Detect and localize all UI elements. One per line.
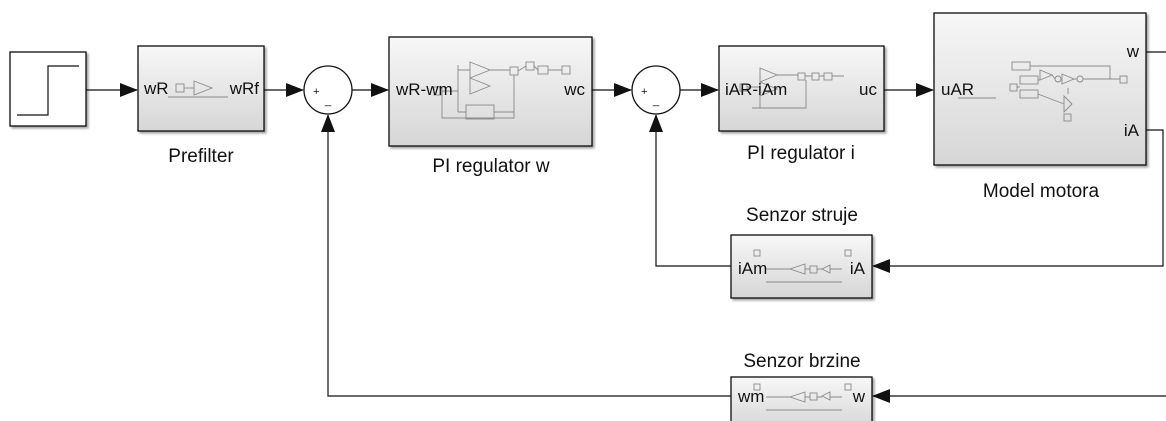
senzor-struje-block[interactable]: iAm iA — [730, 234, 873, 299]
sum2-plus-sign: + — [641, 86, 647, 98]
motor-inner-icon — [958, 61, 1128, 122]
senzor-brzine-caption: Senzor brzine — [743, 351, 860, 372]
prefilter-block[interactable]: wR wRf — [137, 45, 265, 132]
pi-w-caption: PI regulator w — [432, 156, 549, 177]
signal-wires — [86, 51, 1166, 403]
senzor-brzine-out-port: wm — [737, 387, 764, 406]
pi-regulator-i-block[interactable]: iAR-iAm uc — [718, 45, 885, 132]
senzor-struje-out-port: iAm — [738, 259, 767, 278]
wire-speed-feedback-to-sum1[interactable] — [321, 114, 731, 397]
pi-regulator-w-block[interactable]: wR-wm wc — [388, 36, 593, 147]
prefilter-inner-icon — [168, 80, 228, 98]
sum-block-speed[interactable]: + _ — [303, 65, 353, 115]
senzor-struje-inner-icon — [753, 249, 852, 283]
prefilter-in-port: wR — [143, 79, 169, 98]
wire-current-feedback-to-sum2[interactable] — [649, 114, 731, 267]
sum1-minus-sign: _ — [324, 95, 332, 107]
sum-block-current[interactable]: + _ — [631, 65, 681, 115]
model-motora-block[interactable]: uAR w iA — [933, 12, 1147, 166]
sum2-minus-sign: _ — [652, 95, 660, 107]
senzor-brzine-block[interactable]: wm w — [730, 376, 873, 421]
senzor-struje-caption: Senzor struje — [746, 205, 858, 226]
senzor-struje-in-port: iA — [850, 259, 866, 278]
motor-out-port-ia: iA — [1124, 121, 1140, 140]
motor-out-port-w: w — [1126, 42, 1140, 61]
pi-i-caption: PI regulator i — [747, 143, 855, 164]
pi-w-out-port: wc — [563, 80, 585, 99]
wire-motor-ia-feedback[interactable] — [872, 129, 1164, 273]
pi-i-out-port: uc — [859, 80, 877, 99]
senzor-brzine-in-port: w — [852, 387, 866, 406]
pi-w-in-port: wR-wm — [395, 80, 453, 99]
prefilter-out-port: wRf — [229, 79, 260, 98]
motor-caption: Model motora — [983, 181, 1100, 202]
motor-in-port: uAR — [941, 80, 974, 99]
senzor-brzine-inner-icon — [753, 383, 852, 411]
step-source-block[interactable] — [9, 51, 87, 127]
step-icon — [17, 65, 79, 116]
pi-i-in-port: iAR-iAm — [725, 80, 787, 99]
pi-i-inner-icon — [739, 67, 844, 109]
prefilter-caption: Prefilter — [168, 146, 234, 167]
pi-w-inner-icon — [433, 61, 571, 120]
sum1-plus-sign: + — [313, 86, 319, 98]
